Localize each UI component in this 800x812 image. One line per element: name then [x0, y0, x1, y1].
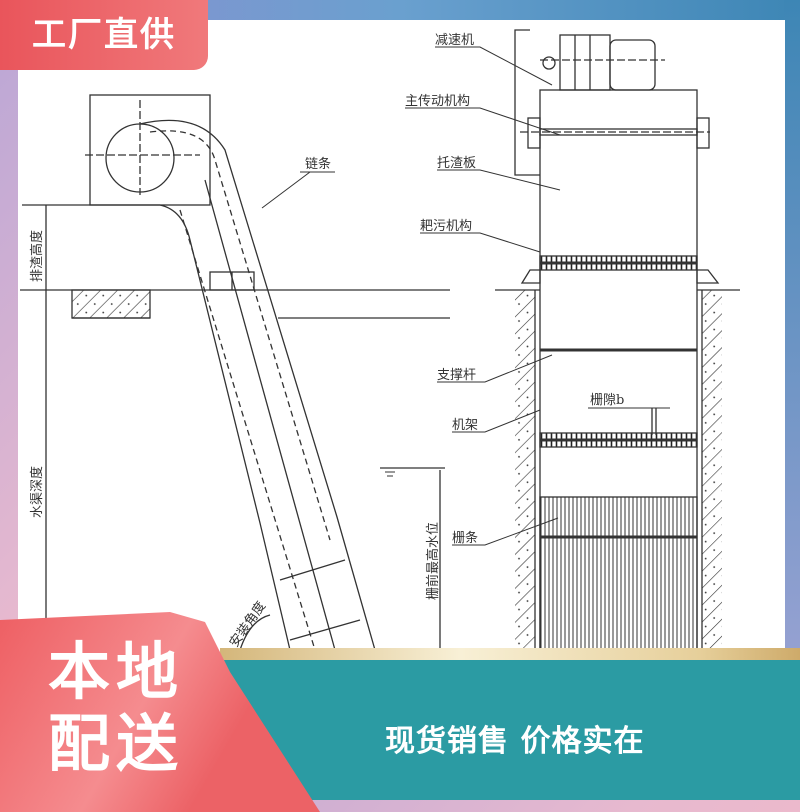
reducer: [559, 34, 611, 91]
label-rake: 耙污机构: [420, 219, 472, 234]
gold-divider: [220, 648, 800, 662]
slogan-banner: [220, 660, 800, 800]
label-main-drive: 主传动机构: [405, 94, 470, 109]
motor: [609, 39, 656, 91]
label-chain: 链条: [305, 156, 331, 172]
left-side-view: [20, 94, 450, 651]
label-support-rod: 支撑杆: [437, 368, 476, 383]
label-slag-plate: 托渣板: [437, 156, 476, 171]
label-bar-gap: 栅隙b: [590, 393, 624, 408]
label-install-angle: 安装角度: [226, 599, 269, 651]
label-channel-depth: 水渠深度: [29, 466, 45, 518]
grid-bars: [539, 496, 698, 651]
local-line-2: 配送: [48, 707, 185, 780]
conveyor-inner-edge: [22, 204, 291, 651]
slogan-text: 现货销售 价格实在: [385, 724, 645, 759]
local-line-1: 本地: [48, 635, 185, 708]
label-discharge-height: 排渣高度: [29, 230, 45, 282]
local-delivery-text: 本地 配送: [48, 636, 184, 780]
label-reducer: 减速机: [435, 33, 474, 48]
label-grid-bar: 栅条: [452, 530, 478, 546]
head-box: [89, 94, 211, 206]
label-frame: 机架: [452, 418, 478, 433]
label-max-water-level: 栅前最高水位: [425, 522, 441, 600]
factory-direct-badge: 工厂直供: [0, 0, 208, 70]
right-border: [784, 0, 800, 800]
conveyor-outer-edge: [139, 119, 376, 651]
